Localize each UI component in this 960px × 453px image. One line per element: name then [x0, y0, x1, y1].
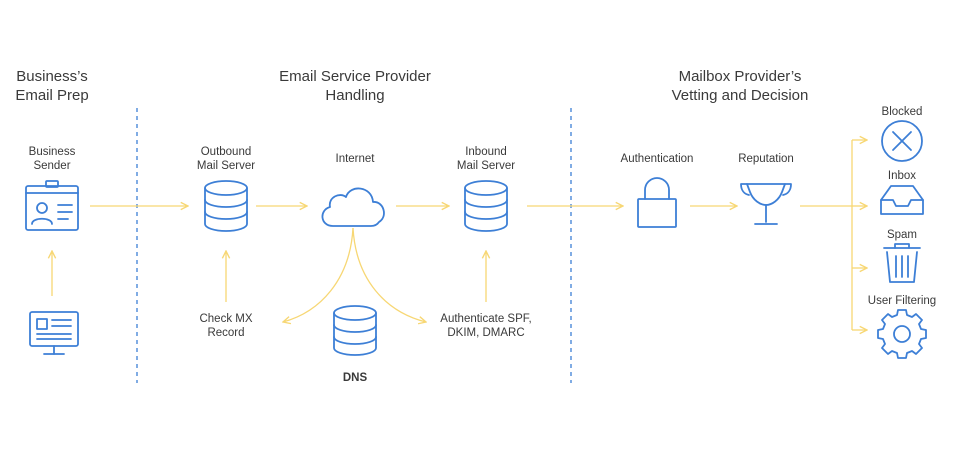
computer-monitor-icon [29, 311, 79, 355]
inbound-server-icon [464, 180, 508, 232]
arrow-internet-checkmx [283, 227, 354, 322]
label-dns: DNS [342, 372, 368, 384]
label-inbound-server: Inbound Mail Server [456, 146, 516, 172]
label-authenticate-spf: Authenticate SPF, DKIM, DMARC [440, 313, 532, 339]
label-check-mx: Check MX Record [199, 313, 253, 339]
label-outbound-server: Outbound Mail Server [196, 146, 256, 172]
lock-icon [637, 177, 677, 228]
label-user-filtering: User Filtering [867, 295, 937, 307]
internet-cloud-icon [321, 187, 385, 227]
blocked-icon [881, 120, 923, 162]
user-filtering-gear-icon [877, 309, 927, 359]
inbox-tray-icon [880, 185, 924, 215]
label-internet: Internet [335, 153, 375, 165]
outbound-server-icon [204, 180, 248, 232]
label-spam: Spam [886, 229, 918, 241]
section-title-prep: Business’s Email Prep [15, 68, 89, 104]
section-title-mbp: Mailbox Provider’s Vetting and Decision [671, 68, 809, 104]
label-reputation: Reputation [738, 153, 794, 165]
label-blocked: Blocked [881, 106, 923, 118]
trophy-icon [740, 183, 792, 225]
section-title-esp: Email Service Provider Handling [279, 68, 431, 104]
business-sender-icon [25, 180, 79, 231]
spam-trash-icon [883, 243, 921, 283]
arrow-internet-spf [352, 227, 426, 322]
dns-server-icon [333, 305, 377, 356]
label-inbox: Inbox [887, 170, 917, 182]
label-authentication: Authentication [620, 153, 694, 165]
label-business-sender: Business Sender [28, 146, 76, 172]
